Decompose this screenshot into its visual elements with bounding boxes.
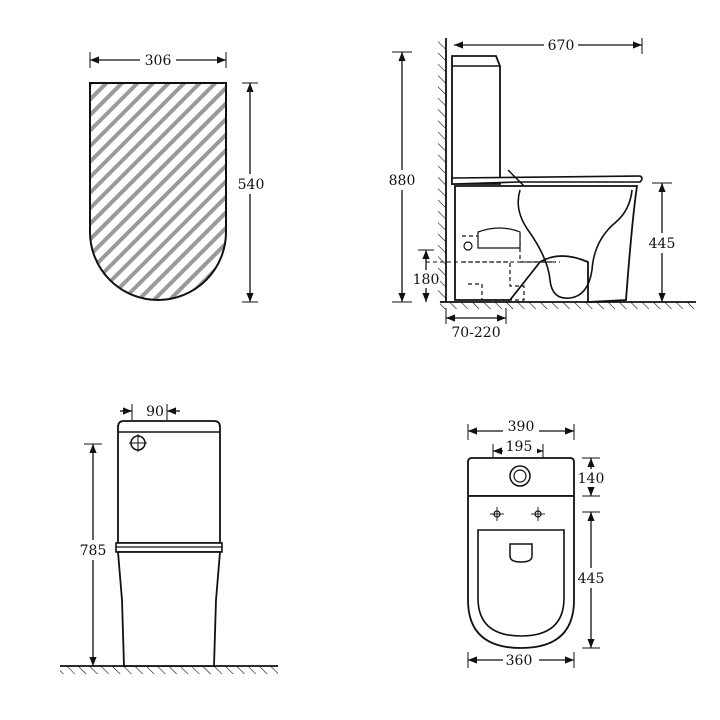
side-outlet-height-label: 180 xyxy=(413,272,440,288)
side-bowl-interior xyxy=(517,189,633,299)
wall-hatch xyxy=(438,38,446,302)
side-height-label: 880 xyxy=(389,173,416,189)
side-inlet-hole xyxy=(463,241,473,251)
top-bowl-inner xyxy=(477,529,565,637)
side-seat xyxy=(451,175,643,185)
side-cistern xyxy=(451,55,501,185)
side-offset-label: 70-220 xyxy=(451,325,500,341)
footprint-outline xyxy=(89,82,227,301)
side-seat-height-label: 445 xyxy=(649,236,676,252)
top-width-label: 390 xyxy=(508,419,535,435)
side-outlet xyxy=(477,227,521,249)
top-drain xyxy=(509,543,533,563)
front-floor-hatch xyxy=(60,666,278,674)
side-width-label: 670 xyxy=(548,38,575,54)
floor-hatch xyxy=(440,302,696,309)
front-view: 90 785 xyxy=(60,404,278,674)
top-depth-label: 140 xyxy=(578,471,605,487)
side-view: 670 880 445 180 70-220 xyxy=(386,35,696,341)
front-height-label: 785 xyxy=(80,543,107,559)
footprint-height-label: 540 xyxy=(238,177,265,193)
front-pedestal xyxy=(117,551,221,667)
top-spacing-label: 195 xyxy=(506,439,533,455)
top-flush-button-inner xyxy=(513,469,527,483)
top-view: 390 195 140 445 360 xyxy=(467,418,607,669)
front-cistern xyxy=(117,420,221,544)
top-length-label: 445 xyxy=(578,571,605,587)
side-seat-hinge xyxy=(507,169,525,187)
front-offset-label: 90 xyxy=(146,404,164,420)
footprint-width-label: 306 xyxy=(145,53,172,69)
footprint-view: 306 540 xyxy=(89,50,266,303)
top-bowl-width-label: 360 xyxy=(506,653,533,669)
